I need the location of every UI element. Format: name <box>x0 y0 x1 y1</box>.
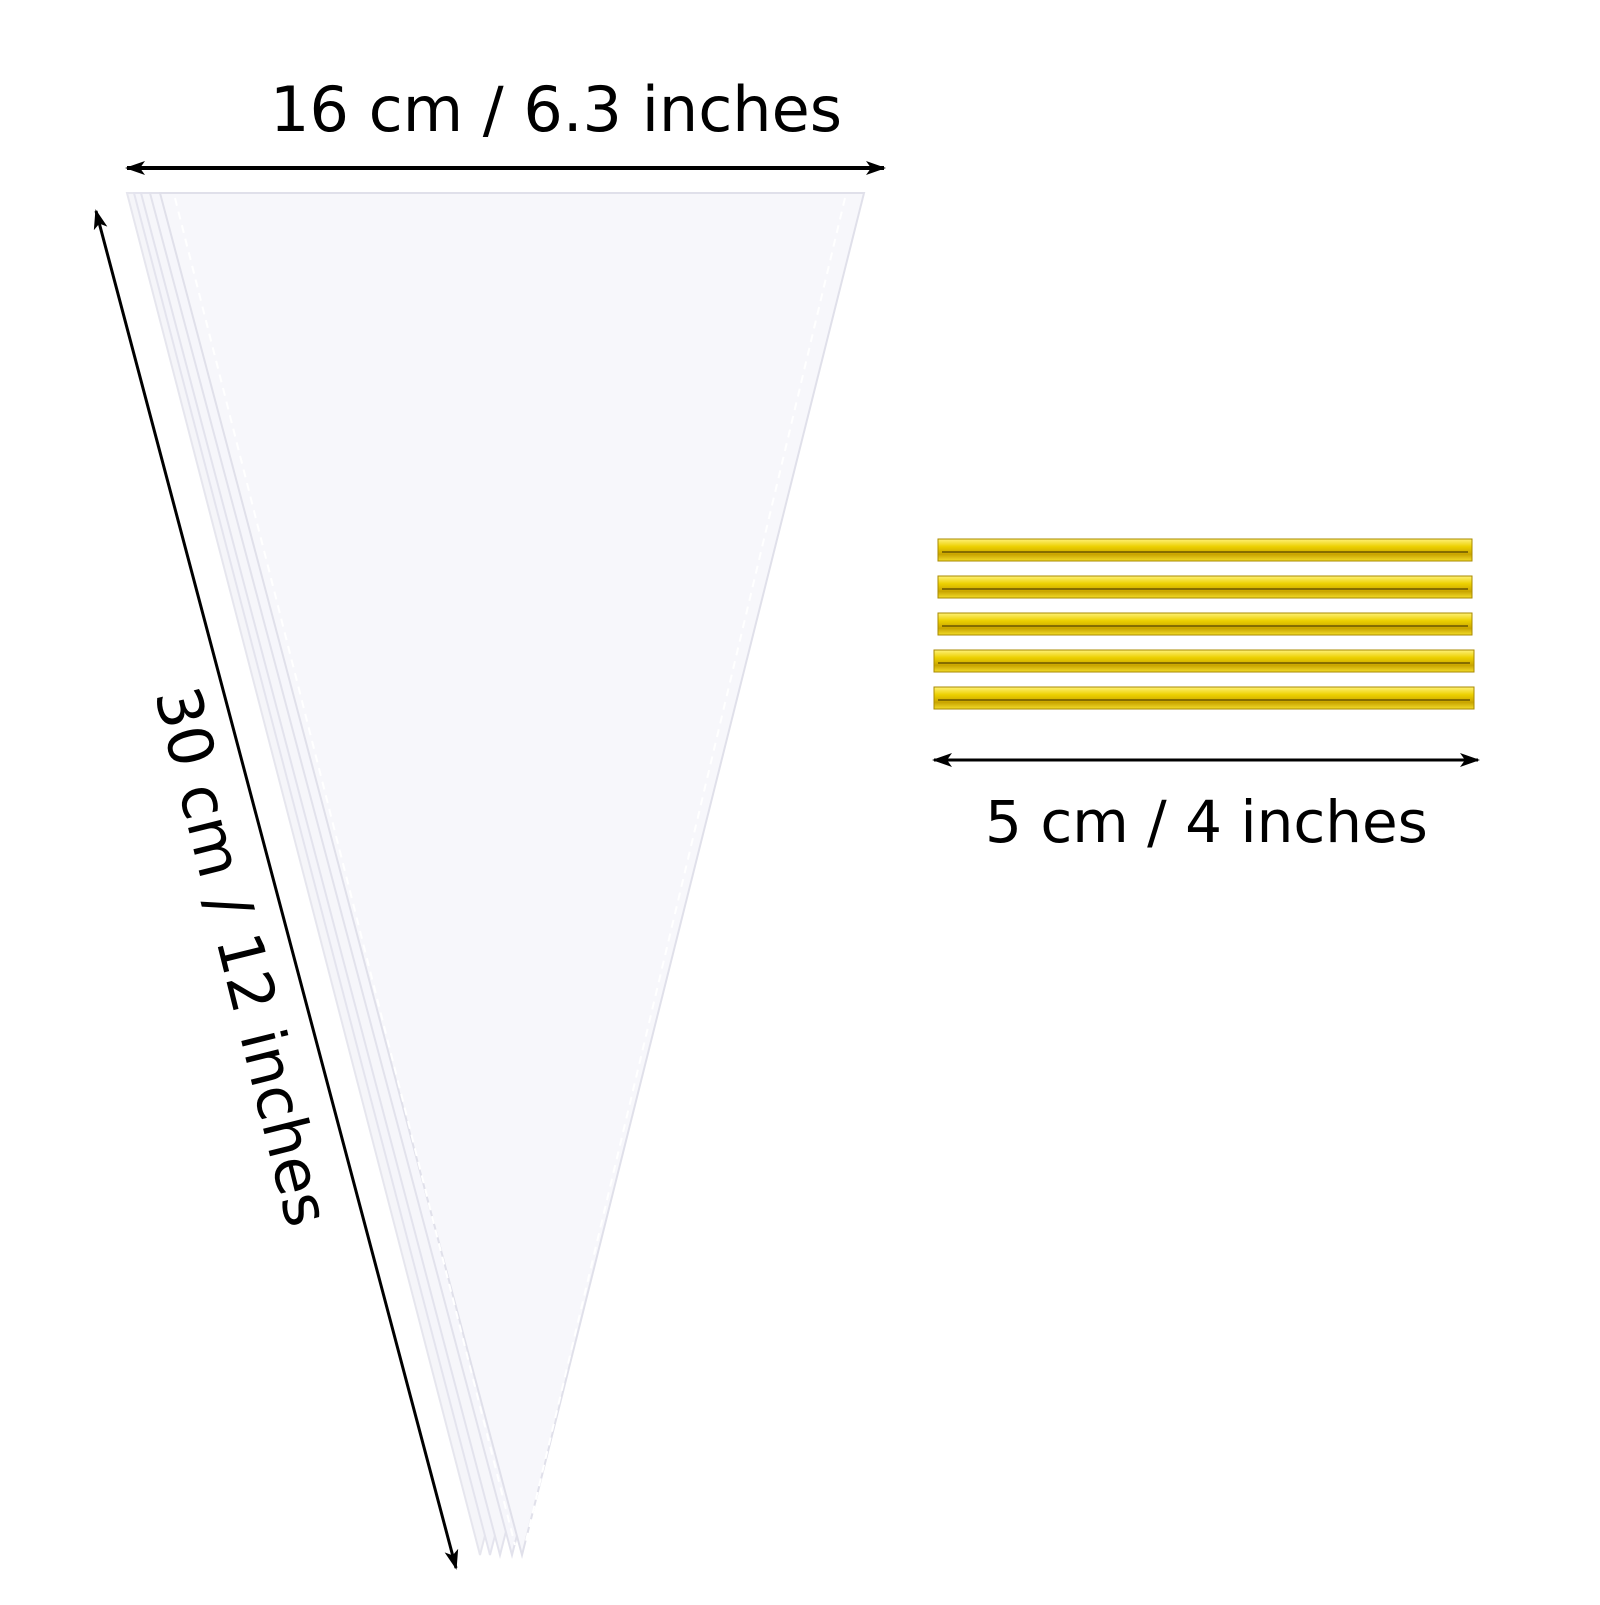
twist-tie <box>937 575 1473 599</box>
cone-bag-layer <box>158 192 866 1559</box>
width-dimension-label: 16 cm / 6.3 inches <box>270 73 843 146</box>
length-dimension-arrow <box>93 209 459 1570</box>
twist-tie-dimension-label: 5 cm / 4 inches <box>985 788 1428 856</box>
twist-tie <box>933 649 1475 673</box>
twist-tie <box>937 612 1473 636</box>
cone-bag-seam <box>524 197 846 1546</box>
twist-tie-group <box>933 538 1475 710</box>
twist-tie <box>937 538 1473 562</box>
twist-tie <box>933 686 1475 710</box>
